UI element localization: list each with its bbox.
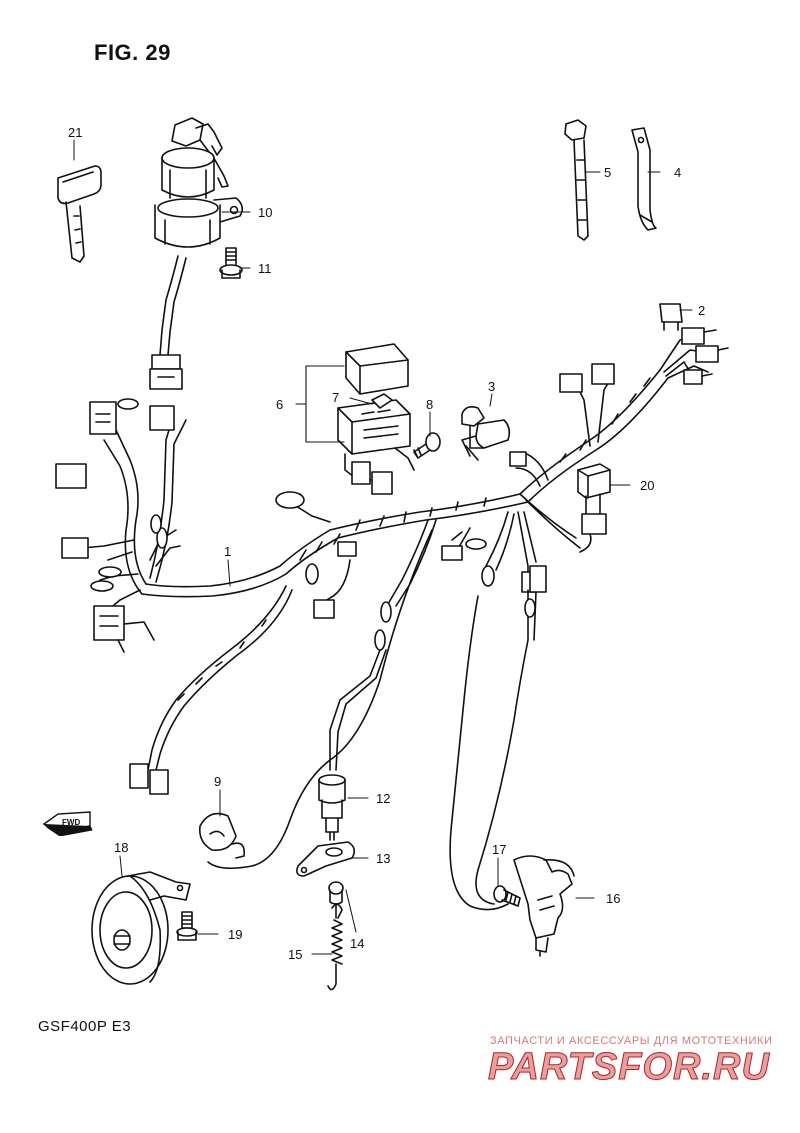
- callout-6: 6: [276, 397, 283, 412]
- figure-title: FIG. 29: [94, 40, 171, 65]
- side-stand-switch-part-16: [513, 855, 575, 957]
- key-part-21: [57, 165, 102, 263]
- screw-part-17: [493, 885, 521, 907]
- callout-13: 13: [376, 851, 390, 866]
- callout-21: 21: [68, 125, 82, 140]
- callout-18: 18: [114, 840, 128, 855]
- main-wiring-harness-part-1: [55, 327, 729, 911]
- callout-leaders: [73, 139, 693, 955]
- clamp-strap-part-4: [631, 127, 657, 231]
- callout-7: 7: [332, 390, 339, 405]
- callout-11: 11: [258, 261, 272, 276]
- spring-part-15: [327, 903, 343, 991]
- relay-part-20: [577, 463, 611, 553]
- callout-19: 19: [228, 927, 242, 942]
- callout-16: 16: [606, 891, 620, 906]
- switch-part-12: [318, 774, 346, 841]
- bolt-part-8: [413, 432, 441, 459]
- clip-part-9: [198, 812, 246, 859]
- fwd-label: FWD: [62, 818, 80, 827]
- model-code: GSF400P E3: [38, 1018, 132, 1035]
- bolt-part-19: [176, 911, 198, 941]
- callout-20: 20: [640, 478, 654, 493]
- callout-9: 9: [214, 774, 221, 789]
- fwd-arrow-icon: FWD: [42, 811, 93, 836]
- callout-1: 1: [224, 544, 231, 559]
- bracket-part-13: [296, 841, 356, 877]
- callout-10: 10: [258, 205, 272, 220]
- horn-part-18: [91, 871, 191, 985]
- callout-3: 3: [488, 379, 495, 394]
- callout-17: 17: [492, 842, 506, 857]
- callout-2: 2: [698, 303, 705, 318]
- ignition-switch-part-10: [149, 117, 244, 390]
- screw-part-11: [219, 247, 243, 279]
- watermark-logo: PARTSFOR.RU: [488, 1046, 770, 1089]
- callout-15: 15: [288, 947, 302, 962]
- watermark-subtitle: ЗАПЧАСТИ И АКСЕССУАРЫ ДЛЯ МОТОТЕХНИКИ: [490, 1035, 773, 1047]
- relay-part-3: [461, 406, 511, 461]
- callout-8: 8: [426, 397, 433, 412]
- bolt-part-14: [328, 881, 344, 919]
- callout-12: 12: [376, 791, 390, 806]
- callout-4: 4: [674, 165, 681, 180]
- fuse-part-2: [659, 303, 683, 331]
- fuse-box-part-6: [295, 343, 415, 495]
- callout-5: 5: [604, 165, 611, 180]
- callout-14: 14: [350, 936, 364, 951]
- cable-tie-part-5: [564, 119, 589, 241]
- callout-labels: 21 10 11 5 4 2 3 6 7 8 20 1 9 12 13 14 1…: [68, 125, 705, 962]
